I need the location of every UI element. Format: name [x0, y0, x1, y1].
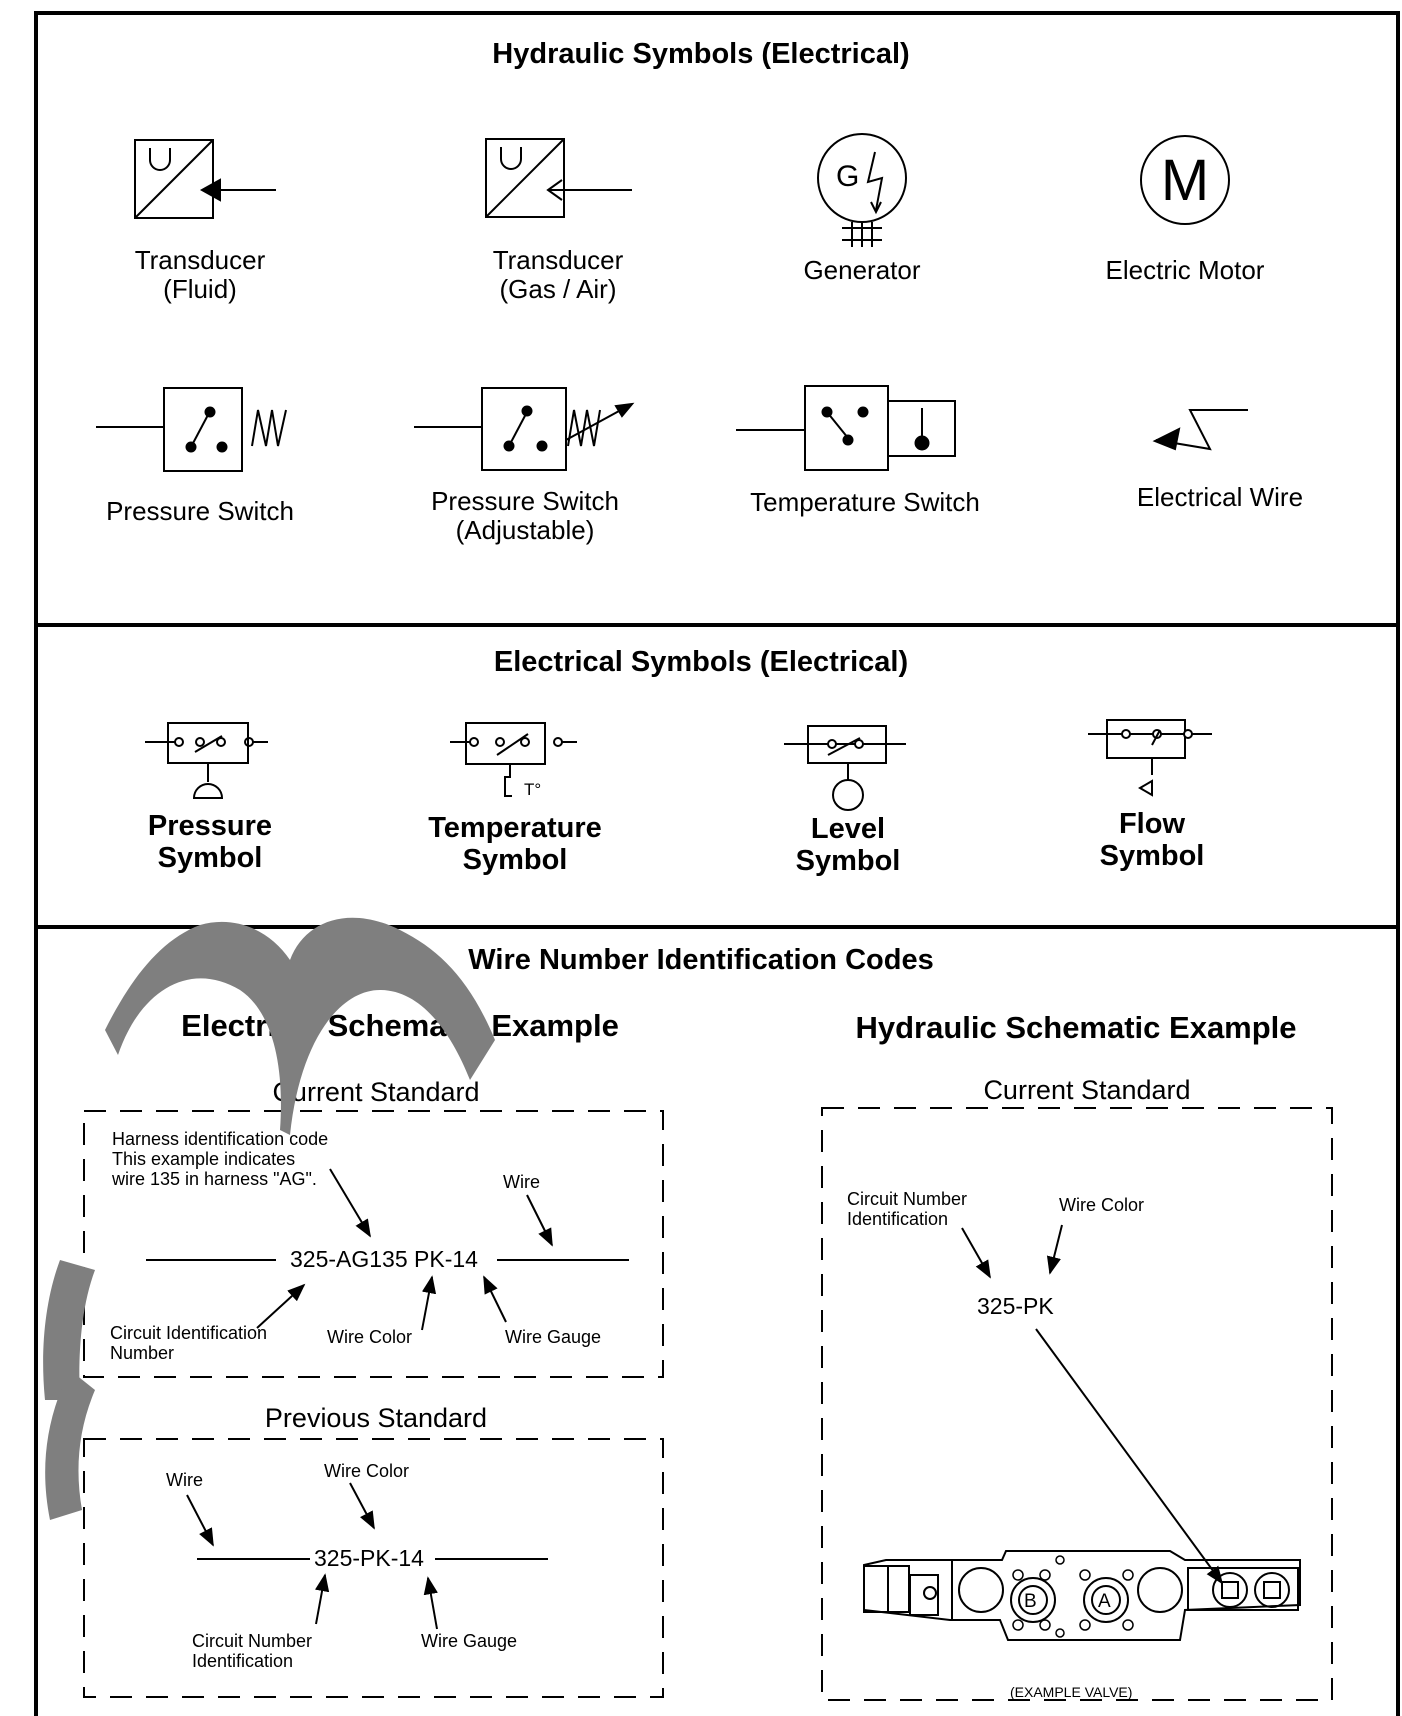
- hydraulic-example-title: Hydraulic Schematic Example: [855, 1010, 1297, 1045]
- hydraulic-code: 325-PK: [977, 1293, 1054, 1319]
- current-standard-heading: Current Standard: [226, 1077, 526, 1108]
- transducer-gas-icon: [485, 138, 632, 218]
- hydraulic-standard-heading: Current Standard: [937, 1075, 1237, 1106]
- label-pressure-switch: Pressure Switch: [106, 496, 294, 526]
- pressure-symbol-icon: [145, 722, 268, 799]
- label-generator: Generator: [803, 255, 921, 285]
- hydraulic-wire-color-label: Wire Color: [1059, 1195, 1145, 1215]
- current-circuit-label: Circuit Identification Number: [110, 1323, 268, 1363]
- previous-standard-box: [83, 1438, 664, 1698]
- label-temperature-switch: Temperature Switch: [750, 487, 980, 517]
- previous-code: 325-PK-14: [314, 1545, 424, 1571]
- outer-frame: [34, 11, 1400, 1716]
- pressure-switch-icon: [96, 387, 287, 472]
- example-valve-drawing: [863, 1550, 1301, 1641]
- electric-motor-icon: [1140, 135, 1230, 225]
- flow-symbol-icon: [1088, 719, 1212, 797]
- previous-wire-label: Wire: [166, 1470, 203, 1490]
- label-transducer-fluid: Transducer (Fluid): [134, 245, 266, 304]
- label-flow-symbol: Flow Symbol: [1099, 808, 1205, 872]
- label-electrical-wire: Electrical Wire: [1136, 482, 1304, 512]
- valve-caption: (EXAMPLE VALVE): [1010, 1684, 1133, 1700]
- generator-glyph: G: [836, 160, 860, 193]
- temperature-symbol-icon: [450, 722, 577, 797]
- current-code: 325-AG135 PK-14: [290, 1246, 478, 1272]
- electrical-wire-icon: [1152, 409, 1248, 451]
- wire-codes-title: Wire Number Identification Codes: [468, 944, 934, 976]
- hydraulic-circuit-label: Circuit Number Identification: [847, 1189, 968, 1229]
- generator-icon: [817, 133, 907, 247]
- pressure-switch-adjustable-icon: [414, 387, 635, 471]
- label-level-symbol: Level Symbol: [795, 813, 901, 877]
- label-pressure-symbol: Pressure Symbol: [147, 810, 273, 874]
- current-wire-label: Wire: [503, 1172, 540, 1192]
- harness-note: Harness identification code This example…: [112, 1129, 329, 1189]
- previous-circuit-label: Circuit Number Identification: [192, 1631, 313, 1671]
- label-transducer-gas: Transducer (Gas / Air): [492, 245, 624, 304]
- label-pressure-switch-adjustable: Pressure Switch (Adjustable): [431, 486, 619, 545]
- electrical-example-title: Electrical Schematic Example: [181, 1008, 619, 1043]
- previous-wire-gauge-label: Wire Gauge: [421, 1631, 518, 1651]
- current-wire-gauge-label: Wire Gauge: [505, 1327, 602, 1347]
- port-a-label: A: [1098, 1591, 1111, 1612]
- level-symbol-icon: [784, 725, 906, 811]
- hydraulic-example-box: [821, 1107, 1333, 1701]
- port-b-label: B: [1024, 1591, 1037, 1612]
- electrical-section-title: Electrical Symbols (Electrical): [493, 646, 909, 678]
- temperature-switch-icon: [736, 385, 956, 471]
- temperature-glyph: T°: [524, 780, 542, 799]
- previous-wire-color-label: Wire Color: [324, 1461, 410, 1481]
- label-temperature-symbol: Temperature Symbol: [428, 812, 602, 876]
- hydraulic-section-title: Hydraulic Symbols (Electrical): [492, 38, 910, 70]
- current-wire-color-label: Wire Color: [327, 1327, 413, 1347]
- label-electric-motor: Electric Motor: [1105, 255, 1265, 285]
- motor-glyph: M: [1160, 148, 1210, 213]
- transducer-fluid-icon: [134, 139, 276, 219]
- previous-standard-heading: Previous Standard: [226, 1403, 526, 1434]
